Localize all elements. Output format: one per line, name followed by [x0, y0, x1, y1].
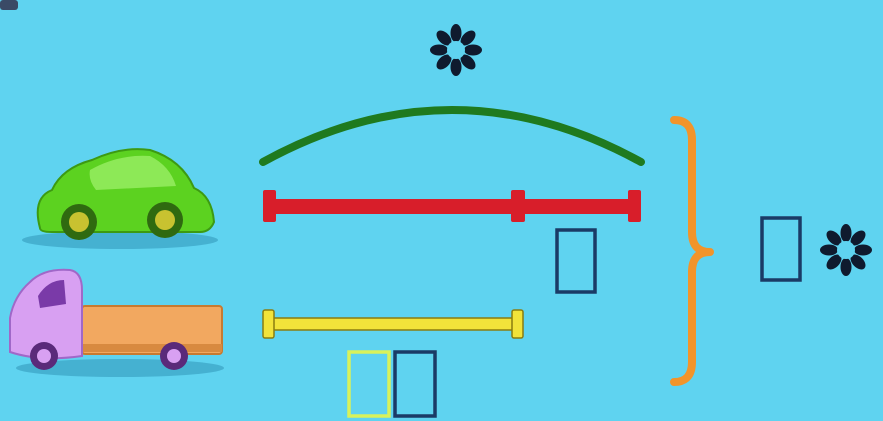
answer-box — [762, 218, 800, 280]
answer-flower-icon — [820, 224, 872, 276]
flower-icon — [430, 24, 482, 76]
car-extra-box — [557, 230, 595, 292]
truck-segment — [263, 310, 523, 338]
brace — [674, 120, 710, 382]
purple-orange-truck-icon — [10, 270, 224, 377]
green-car-icon — [22, 149, 218, 249]
total-arc — [263, 110, 641, 162]
car-segment — [263, 190, 641, 222]
truck-box-dark — [395, 352, 435, 416]
corner-button-icon — [0, 0, 18, 10]
truck-box-yellow — [349, 352, 389, 416]
